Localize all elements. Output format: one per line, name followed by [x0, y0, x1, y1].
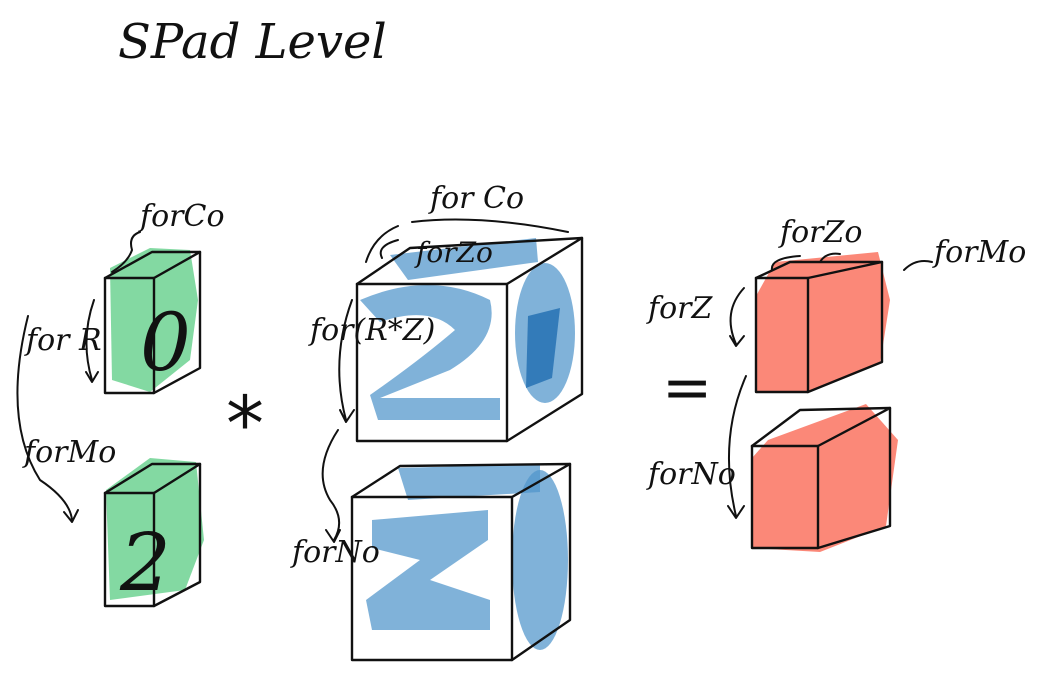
blue-tensor-bottom: 21 — [349, 462, 572, 676]
red-highlight-bottom — [752, 404, 898, 552]
bracket-left-for-co — [111, 231, 141, 273]
label-mid-for-co: for Co — [428, 181, 524, 216]
arrow-right-for-no — [727, 375, 747, 519]
arrow-mid-for-no — [321, 429, 341, 543]
arrow-mid-for-rz — [338, 299, 355, 423]
blue-highlight-dark — [526, 308, 560, 388]
green-number-bottom: 2 — [119, 516, 171, 609]
green-tensor-top: 0 — [103, 248, 202, 395]
blue-number-bottom: 21 — [349, 502, 541, 676]
bracket-mid-for-zo — [379, 239, 399, 259]
green-tensor-bottom: 2 — [103, 458, 204, 609]
blue-highlight-bottom-side — [512, 470, 568, 650]
bracket-mid-for-co — [365, 218, 569, 263]
label-right-for-zo: forZo — [778, 215, 862, 250]
diagram-title: SPad Level — [118, 14, 387, 70]
blue-highlight-bottom-face — [398, 464, 540, 500]
red-number-top: 25 — [759, 283, 887, 400]
blue-highlight-bottom-front — [366, 510, 490, 630]
green-number-top: 0 — [140, 296, 191, 389]
blue-highlight-top-front — [360, 285, 500, 420]
label-left-for-co: forCo — [138, 199, 225, 234]
equals-operator: = — [662, 353, 712, 423]
label-mid-for-rz: for(R*Z) — [308, 313, 435, 348]
blue-tensor-top: 2 — [355, 236, 584, 456]
times-operator: * — [226, 379, 264, 468]
label-left-for-r: for R — [24, 323, 102, 358]
label-mid-for-zo: forZo — [414, 236, 493, 269]
red-tensor-top: 25 — [754, 252, 890, 400]
bracket-right-for-mo — [903, 260, 933, 271]
red-number-bottom: 10 — [752, 447, 879, 564]
red-tensor-bottom: 10 — [750, 404, 898, 564]
arrow-left-for-mo — [16, 315, 79, 523]
arrow-left-for-r — [85, 299, 99, 383]
blue-number-top: 2 — [374, 282, 470, 456]
label-right-for-z: forZ — [646, 291, 714, 326]
arrow-right-for-z — [729, 287, 745, 347]
bracket-right-for-zo — [770, 252, 841, 271]
label-right-for-no: forNo — [646, 457, 736, 492]
blue-highlight-top-face — [390, 238, 538, 280]
red-highlight-top — [756, 252, 890, 392]
label-left-for-mo: forMo — [22, 435, 116, 470]
label-right-for-mo: forMo — [932, 235, 1026, 270]
